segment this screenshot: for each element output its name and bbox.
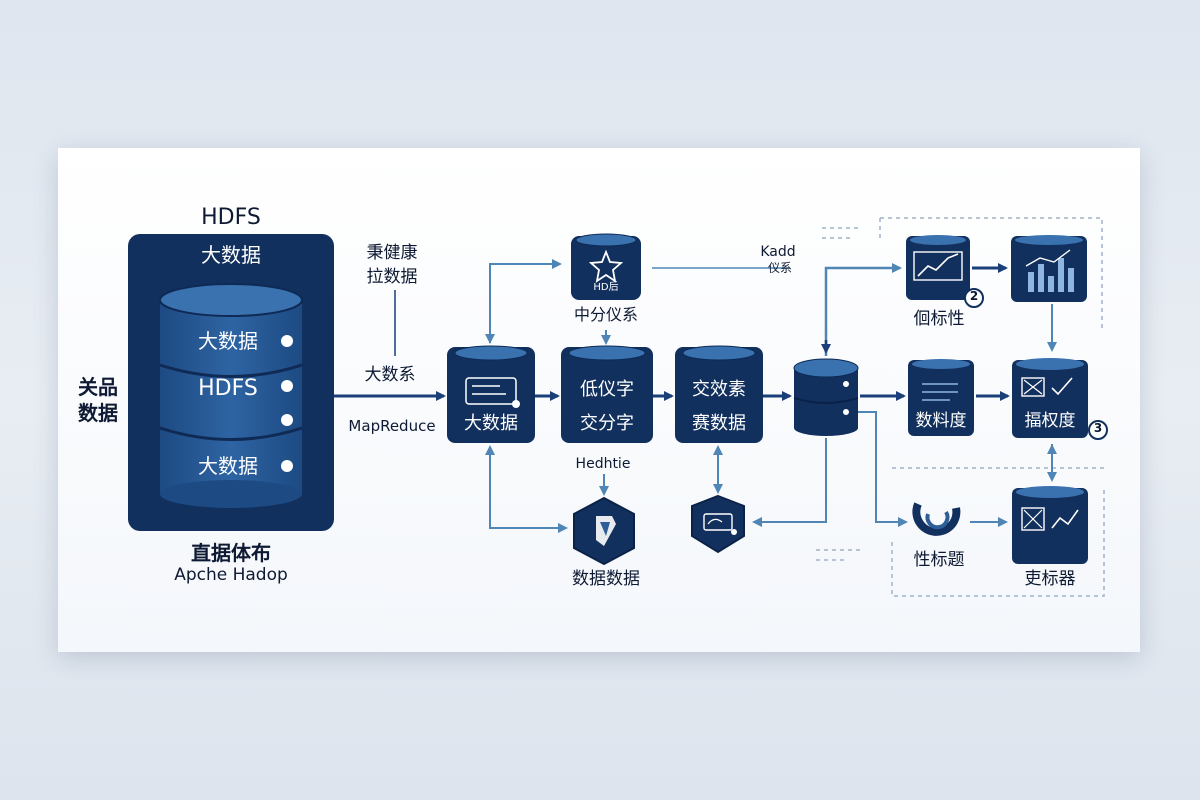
stage3-node: [675, 345, 763, 443]
arrow-hub-to-n5: [858, 411, 908, 527]
stage3-label-2: 赛数据: [692, 413, 746, 434]
stage2-label-1: 低仪字: [580, 379, 634, 400]
ingest-mid: 大数系: [364, 365, 416, 385]
right-node-3-caption: 数料度: [915, 411, 967, 431]
hedhtie-label: Hedhtie: [575, 456, 631, 472]
refresh-icon: [912, 502, 961, 536]
right-node-2: [1011, 235, 1087, 302]
right-node-1-caption: 佪标性: [913, 309, 965, 329]
bar-chart-icon: [1028, 272, 1034, 292]
disk-label-3: 大数据: [198, 454, 258, 478]
top-store-icon-text: HD后: [593, 282, 619, 293]
stage2-label-2: 交分字: [580, 413, 634, 434]
step-badge-3-text: 3: [1093, 421, 1103, 435]
kafka-label-1: Kadd: [760, 244, 796, 260]
right-node-6: [1012, 486, 1088, 564]
line-chart-icon: [917, 253, 959, 277]
right-node-3: [908, 359, 974, 436]
disk-indicator-dot: [281, 414, 293, 426]
step-badge-2: [964, 288, 984, 308]
dashboard-icon: [1021, 507, 1045, 531]
bottom-node-caption: 数据数据: [572, 569, 640, 589]
stage1-node: [447, 345, 535, 443]
hdfs-subtitle: 大数据: [201, 243, 261, 267]
right-node-4-caption: 揊权度: [1024, 411, 1076, 431]
group-frame-top: [879, 217, 1103, 330]
disk-indicator-dot: [281, 335, 293, 347]
disk-label-1: 大数据: [198, 329, 258, 353]
top-store-caption: 中分仪系: [573, 305, 639, 324]
stage2-node: [561, 345, 653, 443]
stage3-label-1: 交效素: [692, 379, 746, 400]
disk-indicator-dot: [281, 380, 293, 392]
arrow-hub-to-n1: [824, 263, 902, 356]
stage1-label: 大数据: [464, 413, 518, 434]
hdfs-title: HDFS: [201, 205, 261, 230]
top-store-node: [571, 233, 641, 300]
step-badge-3: [1088, 420, 1108, 440]
hdfs-caption-cn: 直据体布: [191, 541, 271, 565]
hdfs-block: [128, 234, 334, 531]
hub-database-icon: [793, 358, 859, 436]
loop-down-arrow: [489, 454, 568, 533]
star-icon: [588, 249, 624, 283]
checklist-icon: [1021, 377, 1045, 397]
right-node-1: [906, 235, 984, 308]
shield-node: [691, 494, 745, 554]
ingest-mapreduce: MapReduce: [348, 417, 436, 435]
right-node-4: [1012, 358, 1108, 440]
arrow-hub-to-shield: [752, 438, 827, 527]
right-node-5-caption: 性标题: [913, 550, 965, 570]
ingest-top-2: 拉数据: [366, 267, 418, 287]
kafka-label-2: 仪系: [767, 261, 793, 275]
step-badge-2-text: 2: [969, 289, 979, 303]
source-label-1: 关品: [78, 375, 118, 399]
disk-label-2: HDFS: [198, 376, 258, 401]
group-frame-bottom: [891, 467, 1105, 597]
loop-up-arrow: [489, 259, 562, 343]
right-node-5: [912, 502, 961, 536]
source-label-2: 数据: [78, 401, 118, 425]
right-node-6-caption: 吏标器: [1024, 569, 1076, 589]
ingest-top-1: 秉健康: [366, 243, 418, 263]
hdfs-caption-en: Apche Hadop: [174, 565, 288, 585]
bottom-node: [573, 496, 635, 566]
disk-indicator-dot: [281, 460, 293, 472]
